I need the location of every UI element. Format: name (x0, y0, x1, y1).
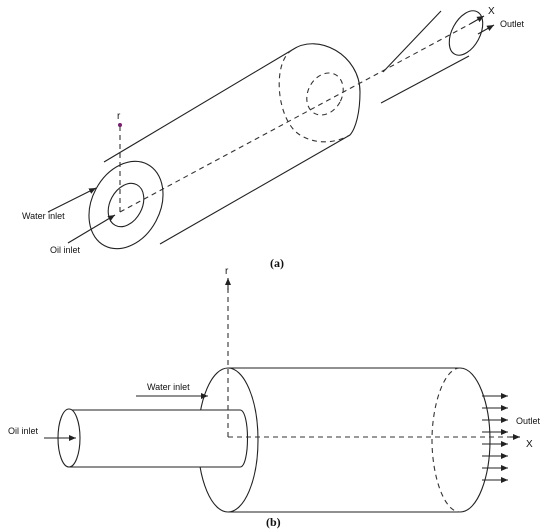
water-inlet-label-a: Water inlet (22, 211, 65, 221)
x-axis-arrow-a (469, 15, 485, 25)
outlet-arrows-b (482, 393, 508, 483)
inlet-pipe-b (57, 408, 248, 468)
r-axis-label-b: r (225, 266, 229, 277)
figure-a: X r Outlet Water inlet Oil inlet (a) (22, 6, 525, 270)
outlet-label-b: Outlet (516, 416, 541, 426)
water-inlet-label-b: Water inlet (147, 382, 190, 392)
outer-cylinder-b (197, 367, 491, 513)
caption-a: (a) (270, 256, 284, 270)
caption-b: (b) (266, 515, 281, 529)
oil-inlet-arrow-a (67, 214, 116, 244)
r-axis-label-a: r (117, 111, 121, 122)
outlet-arrow-a (477, 24, 495, 35)
x-axis-a (119, 23, 471, 213)
outlet-label-a: Outlet (500, 19, 525, 29)
outlet-pipe-a (380, 10, 484, 104)
origin-marker-a (118, 123, 122, 127)
x-axis-label-b: X (526, 439, 533, 450)
oil-inlet-label-a: Oil inlet (50, 245, 81, 255)
x-axis-label-a: X (488, 6, 495, 17)
oil-inlet-label-b: Oil inlet (8, 426, 39, 436)
figure-b: r X Outlet Water inlet Oil inlet (b) (8, 266, 541, 529)
water-inlet-arrow-a (47, 187, 97, 213)
outer-cylinder-a (88, 43, 361, 250)
